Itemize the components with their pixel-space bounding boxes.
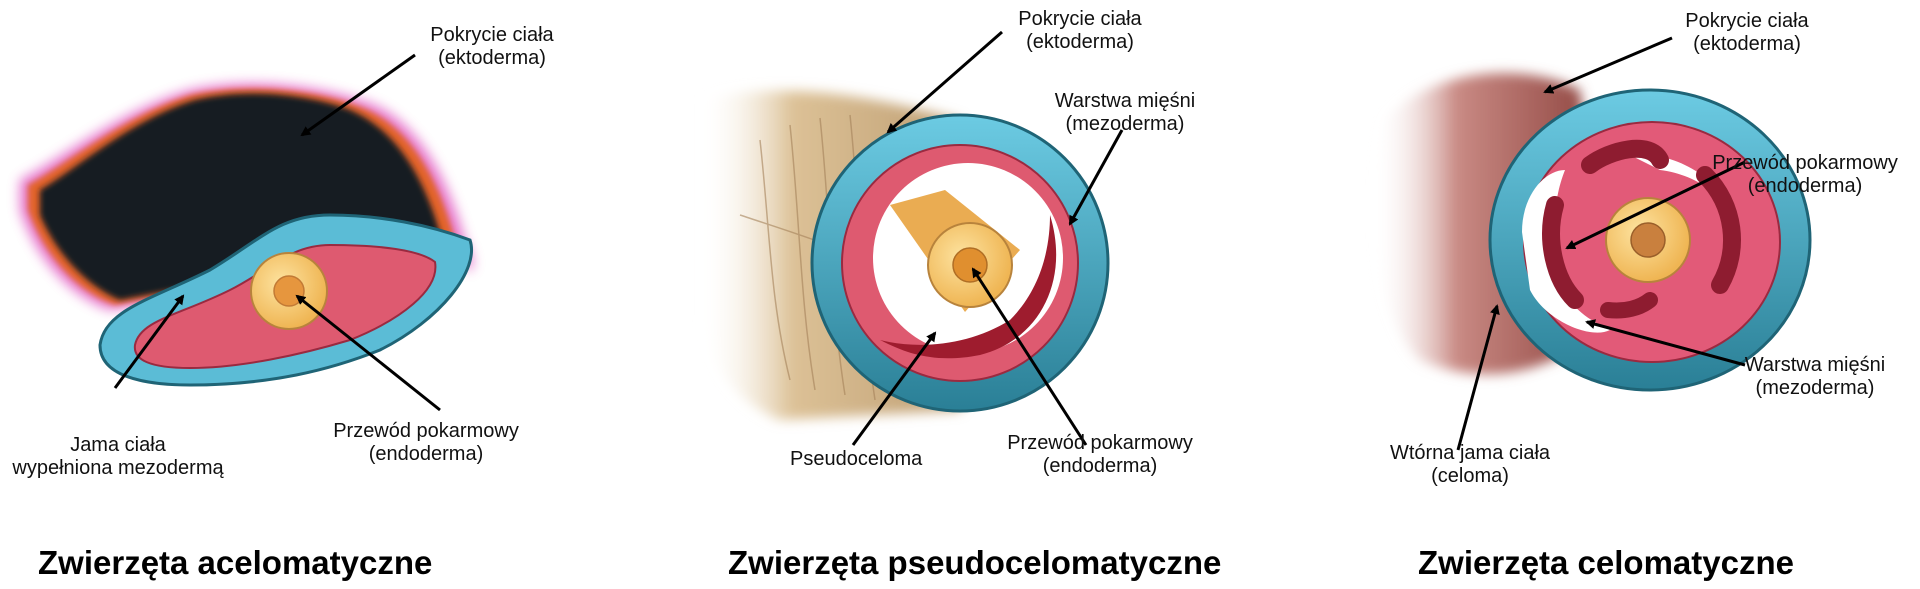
label-gut-pseudocelomatic: Przewód pokarmowy (endoderma) (1007, 432, 1193, 477)
celomatic-illustration (1373, 36, 1812, 451)
pseudocelomatic-illustration (700, 30, 1124, 446)
label-pseudocoelom: Pseudoceloma (790, 448, 923, 470)
panel-title-celomatic: Zwierzęta celomatyczne (1418, 544, 1794, 581)
label-gut-acelomatic: Przewód pokarmowy (endoderma) (333, 420, 519, 465)
label-coelom: Wtórna jama ciała (celoma) (1389, 442, 1551, 487)
label-muscle-celomatic: Warstwa mięśni (mezoderma) (1744, 354, 1886, 399)
label-body-cavity-mesoderm: Jama ciała wypełniona mezodermą (12, 434, 224, 479)
label-muscle-pseudocelomatic: Warstwa mięśni (mezoderma) (1054, 90, 1196, 135)
acelomatic-illustration (20, 53, 473, 412)
label-ectoderm-acelomatic: Pokrycie ciała (ektoderma) (430, 24, 554, 69)
label-ectoderm-celomatic: Pokrycie ciała (ektoderma) (1685, 10, 1809, 55)
panel-title-acelomatic: Zwierzęta acelomatyczne (38, 544, 433, 581)
label-ectoderm-pseudocelomatic: Pokrycie ciała (ektoderma) (1018, 8, 1142, 53)
label-gut-celomatic: Przewód pokarmowy (endoderma) (1712, 152, 1898, 197)
panel-title-pseudocelomatic: Zwierzęta pseudocelomatyczne (728, 544, 1222, 581)
